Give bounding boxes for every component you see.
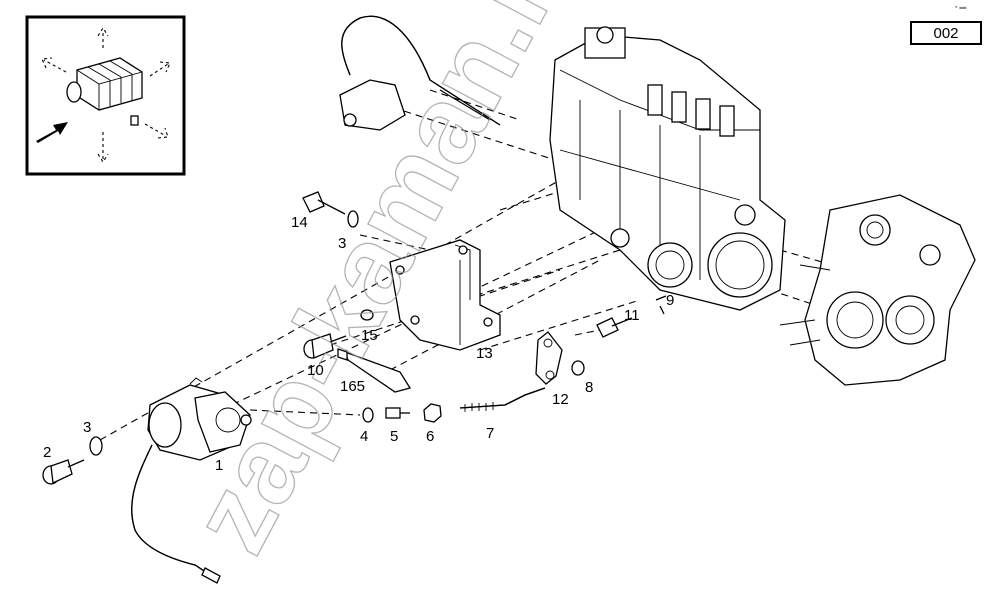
- sealant-tube-165: [337, 348, 412, 393]
- callout-2: 2: [43, 444, 51, 461]
- callout-15: 15: [361, 327, 378, 344]
- stop-solenoid-1: [147, 377, 252, 461]
- lever-12: [535, 331, 563, 385]
- page-number: 002: [933, 25, 958, 42]
- callout-5: 5: [390, 428, 398, 445]
- solenoid-location-inset-icon: [25, 15, 186, 176]
- pin-5: [385, 407, 410, 419]
- pin-9: [655, 295, 667, 315]
- callout-11: 11: [624, 307, 640, 324]
- callout-7: 7: [486, 425, 494, 442]
- washer-15: [360, 309, 374, 321]
- callout-3-upper: 3: [338, 235, 346, 252]
- screw-10: [303, 333, 347, 359]
- injection-pump: [549, 26, 786, 311]
- corner-mark: ▪ ▬: [955, 4, 966, 11]
- direction-arrow-icon: [36, 122, 68, 143]
- callout-1: 1: [215, 457, 223, 474]
- callout-13: 13: [476, 345, 493, 362]
- callout-8: 8: [585, 379, 593, 396]
- timing-cover: [779, 194, 976, 386]
- callout-3-lower: 3: [83, 419, 91, 436]
- callout-4: 4: [360, 428, 368, 445]
- callout-165: 165: [340, 378, 365, 395]
- callout-10: 10: [307, 362, 324, 379]
- callout-9: 9: [666, 292, 674, 309]
- page-number-box: 002: [910, 21, 982, 45]
- washer-4: [362, 407, 374, 423]
- callout-12: 12: [552, 391, 569, 408]
- pump-cable: [339, 15, 501, 131]
- bracket-13: [389, 239, 501, 351]
- callout-14: 14: [291, 214, 308, 231]
- solenoid-cable: [131, 444, 221, 584]
- screw-11: [596, 317, 633, 338]
- rod-7: [459, 387, 546, 412]
- callout-6: 6: [426, 428, 434, 445]
- washer-8: [571, 360, 585, 376]
- screw-14: [302, 191, 359, 228]
- callout-labels: 1 2 3 3 4 5 6 7 8 9 10 11 12 13 14 15 16…: [43, 214, 674, 474]
- screw-2: [42, 436, 103, 485]
- nut-6: [423, 403, 442, 423]
